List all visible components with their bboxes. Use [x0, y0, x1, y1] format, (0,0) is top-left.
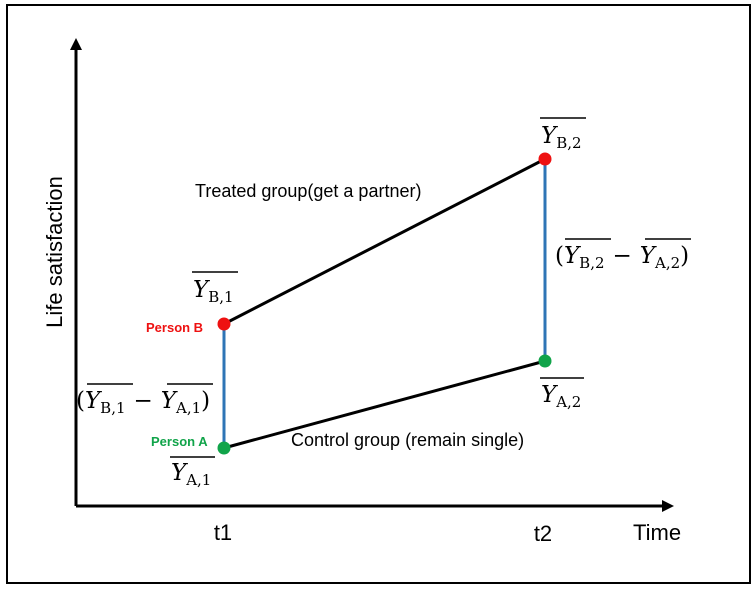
person-a-t1-point [217, 441, 231, 455]
svg-text:YA,1: YA,1 [171, 460, 211, 489]
y-bar-b2-label: YB,2 [540, 117, 586, 152]
y-axis-label: Life satisfaction [42, 176, 67, 328]
person-a-t2-point [538, 354, 552, 368]
x-axis-label: Time [633, 520, 681, 545]
person-b-label: Person B [146, 320, 203, 335]
control-group-label: Control group (remain single) [291, 430, 524, 450]
difference-expression-t1: (YB,1−YA,1) [76, 383, 213, 417]
treated-group-line [223, 157, 546, 326]
svg-text:YA,2: YA,2 [541, 382, 581, 411]
y-bar-a2-label: YA,2 [540, 377, 584, 411]
difference-expression-t2: (YB,2−YA,2) [555, 238, 691, 272]
y-bar-b1-label: YB,1 [192, 271, 238, 306]
svg-text:YB,2: YB,2 [541, 123, 582, 152]
x-axis-arrowhead [662, 500, 674, 512]
control-group-line [223, 359, 546, 450]
treated-group-label: Treated group(get a partner) [195, 181, 421, 201]
svg-text:(YB,2−YA,2): (YB,2−YA,2) [555, 243, 689, 272]
person-b-t2-point [538, 152, 552, 166]
person-b-t1-point [217, 317, 231, 331]
y-bar-a1-label: YA,1 [170, 456, 215, 489]
svg-text:(YB,1−YA,1): (YB,1−YA,1) [76, 388, 210, 417]
x-tick-t1: t1 [214, 520, 232, 545]
figure-frame [6, 4, 751, 584]
y-axis-arrowhead [70, 38, 82, 50]
person-a-label: Person A [151, 434, 208, 449]
svg-text:YB,1: YB,1 [193, 277, 234, 306]
x-tick-t2: t2 [534, 521, 552, 546]
